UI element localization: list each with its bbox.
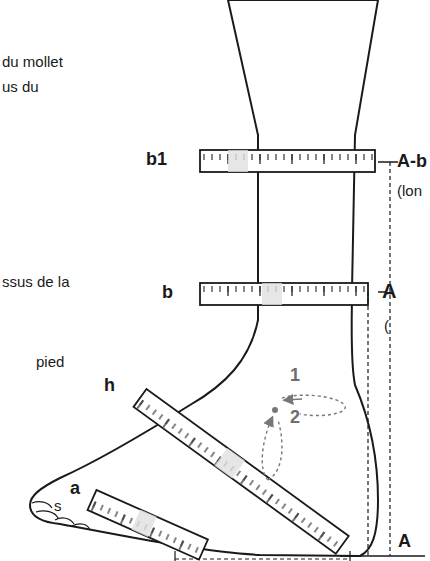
note-text: s	[54, 498, 62, 515]
callout-number: 2	[290, 408, 300, 428]
measuring-tape	[88, 490, 208, 560]
note-text: us du	[2, 79, 39, 96]
dimension-note: (	[384, 318, 389, 335]
dimension-label: A	[382, 280, 396, 302]
measure-label: b	[162, 283, 173, 303]
note-text: du mollet	[2, 54, 63, 71]
note-text: ssus de la	[2, 274, 70, 291]
movement-arrows	[262, 395, 345, 480]
dimension-label: A-b	[397, 152, 427, 172]
measure-label: b1	[146, 150, 167, 170]
measure-label: h	[104, 376, 115, 396]
dimension-label: A	[398, 532, 411, 552]
note-text: pied	[36, 354, 64, 371]
dimension-lines	[175, 162, 425, 561]
measuring-tape	[200, 283, 368, 305]
callout-number: 1	[290, 366, 300, 386]
dimension-note: (lon	[397, 183, 422, 200]
measuring-tape	[200, 150, 375, 172]
measure-label: a	[70, 479, 80, 499]
